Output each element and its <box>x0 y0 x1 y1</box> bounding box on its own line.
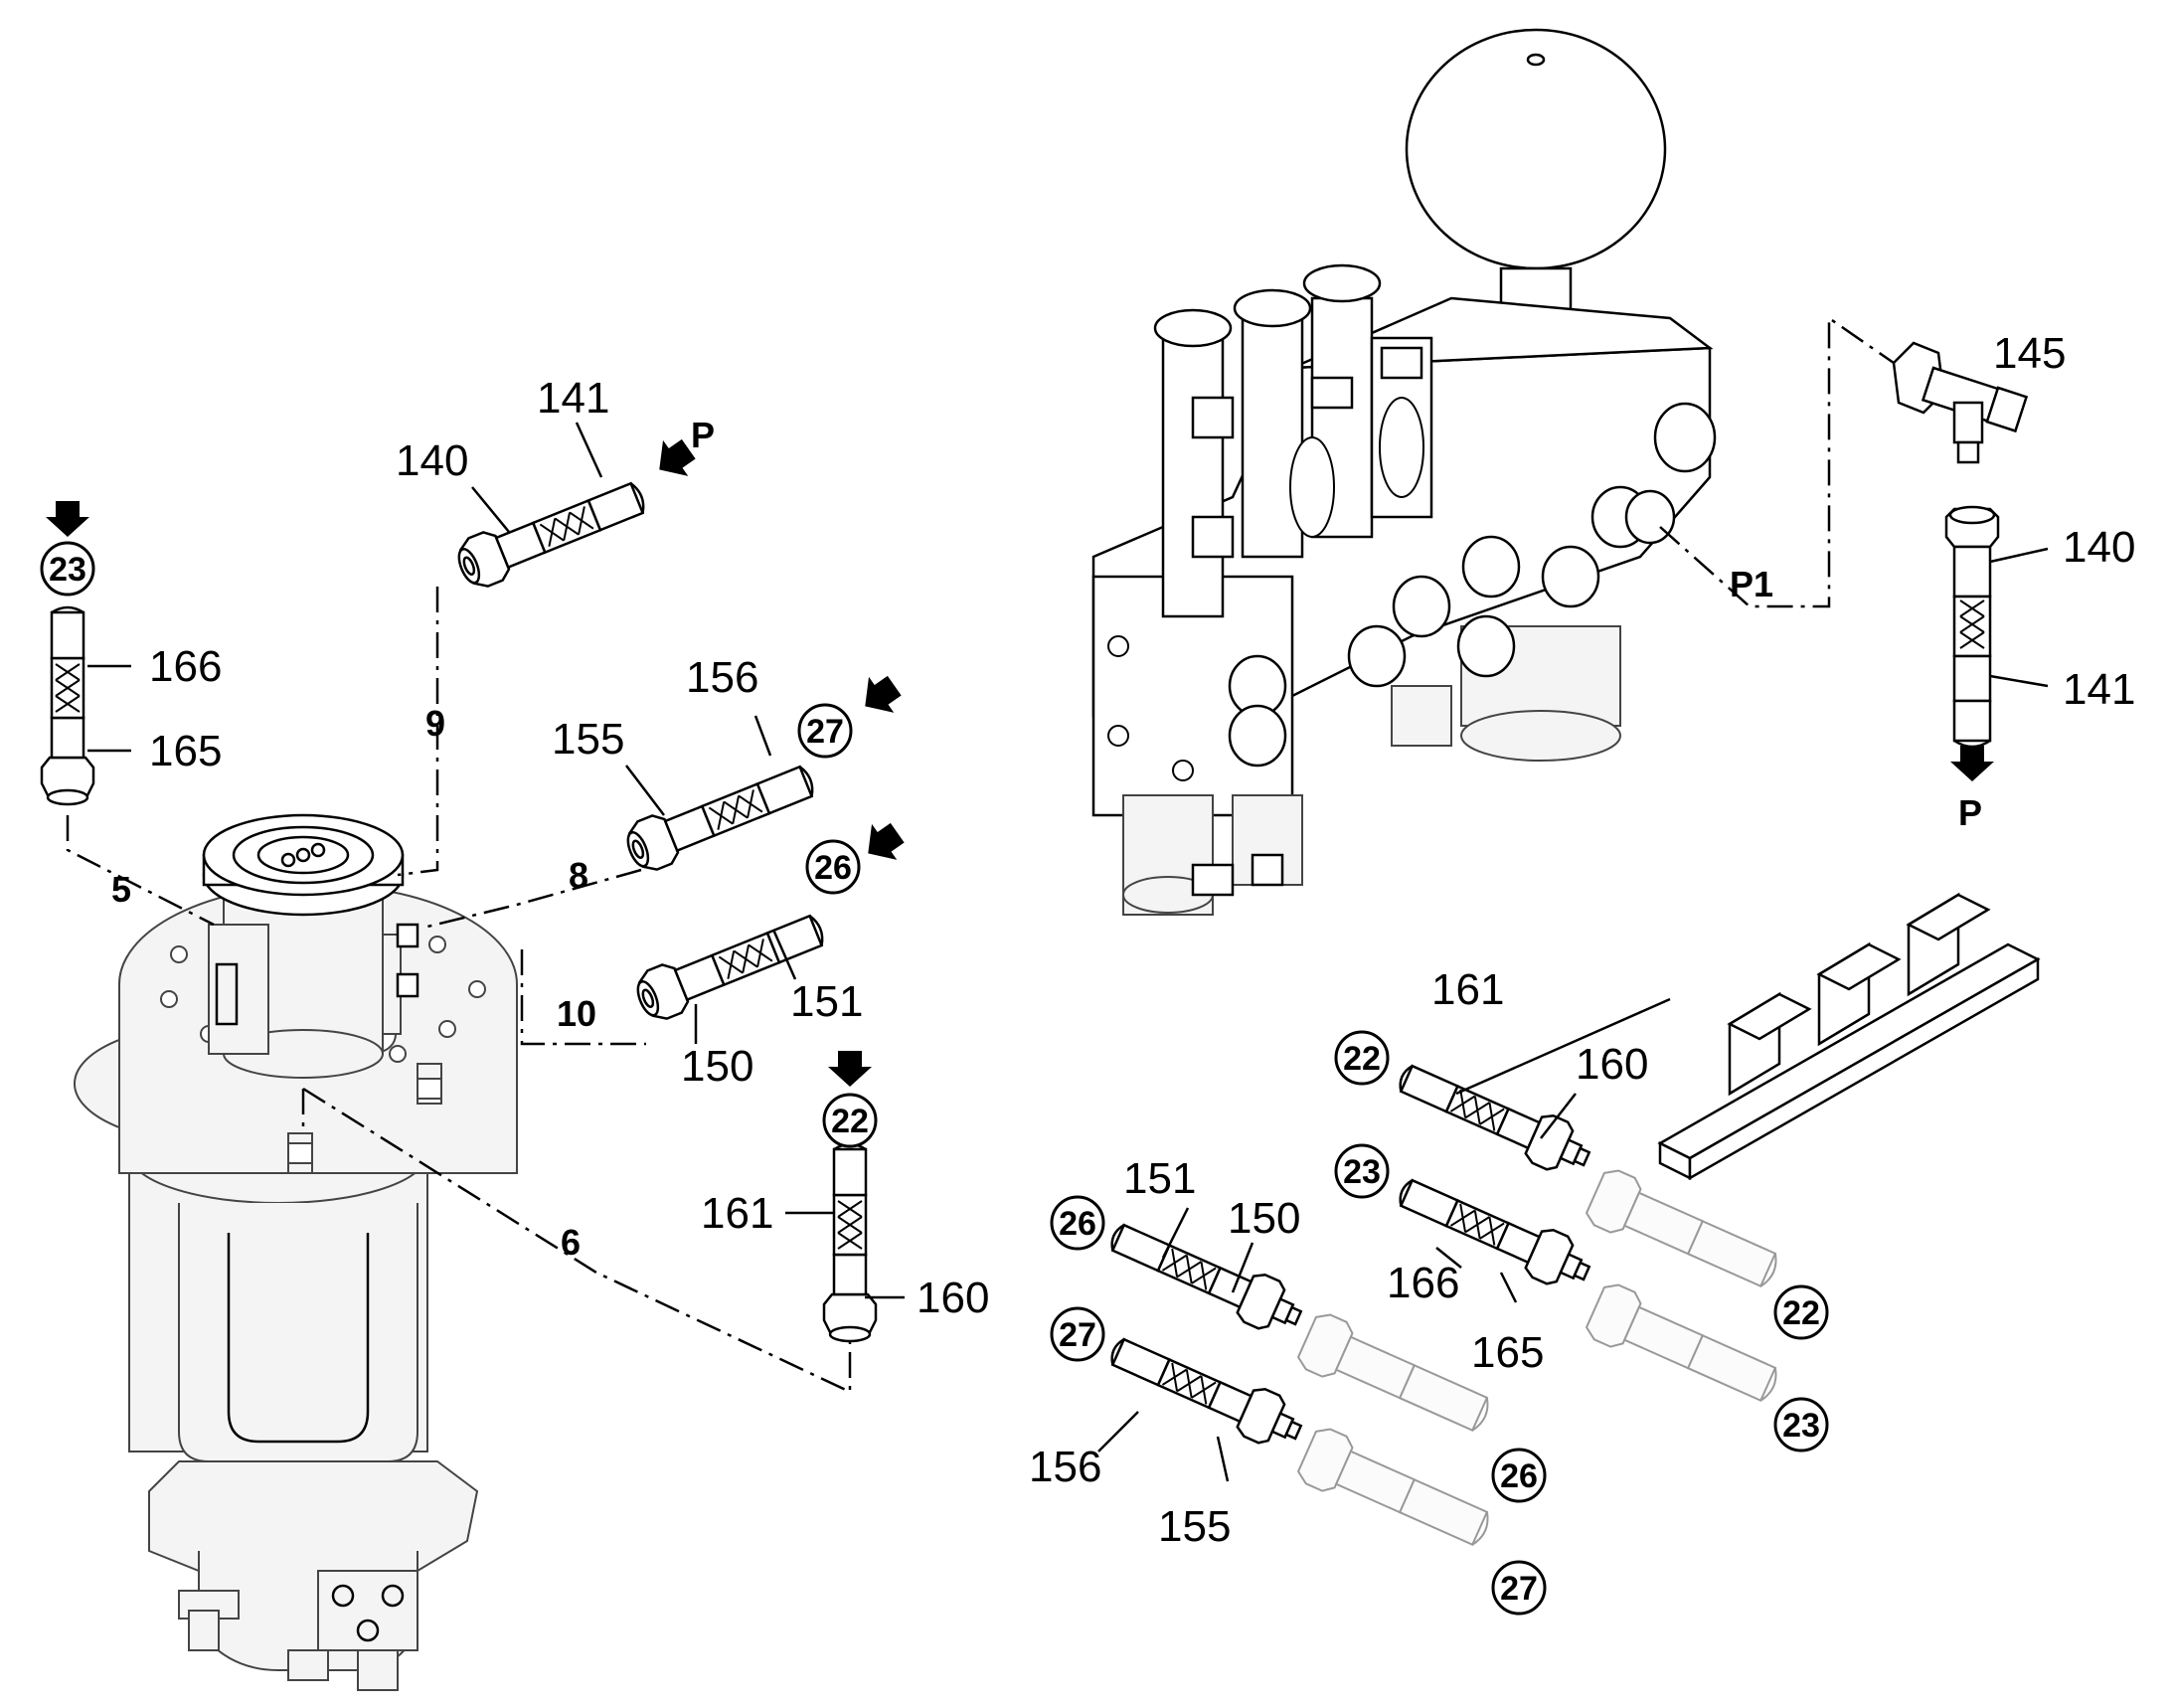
ref-group-left-27: 27 <box>1059 1316 1096 1354</box>
hose-156-155 <box>621 756 820 876</box>
label-155-right: 155 <box>1158 1502 1231 1551</box>
leader-lines <box>87 422 2049 1482</box>
ref-group-left-23: 23 <box>1343 1153 1381 1191</box>
port-p-right: P <box>1958 792 1982 833</box>
ref-group-left-26: 26 <box>1059 1205 1096 1243</box>
circled-refs: 23 27 26 22 22 23 26 27 22 23 26 27 <box>40 541 1829 1616</box>
port-p-top: P <box>691 415 715 455</box>
conn-10: 10 <box>557 993 596 1034</box>
ref-lower-center: 22 <box>831 1103 869 1140</box>
conn-8: 8 <box>569 855 588 896</box>
hose-ghost-27 <box>1293 1423 1499 1560</box>
label-160-right: 160 <box>1576 1040 1648 1089</box>
ref-group-end-23: 23 <box>1782 1407 1820 1445</box>
hose-clamp-rail <box>1657 892 2041 1181</box>
label-151-right: 151 <box>1123 1154 1196 1203</box>
ref-middle-a: 27 <box>806 713 844 751</box>
port-p1: P1 <box>1730 564 1773 604</box>
conn-6: 6 <box>561 1222 581 1263</box>
label-165-left: 165 <box>149 727 222 775</box>
label-145: 145 <box>1993 329 2066 378</box>
item-labels: 141 140 166 165 156 155 151 150 161 160 … <box>149 329 2135 1551</box>
label-141-right: 141 <box>2063 665 2135 714</box>
label-156-right: 156 <box>1029 1443 1101 1491</box>
label-150: 150 <box>681 1042 753 1091</box>
conn-5: 5 <box>111 869 131 910</box>
label-140-top: 140 <box>396 436 468 485</box>
label-161-center: 161 <box>701 1189 773 1238</box>
arrow-down-icon <box>46 501 89 537</box>
label-141-top: 141 <box>537 374 609 423</box>
arrow-down-icon <box>828 1051 872 1087</box>
label-166-left: 166 <box>149 642 222 691</box>
ref-group-left-22: 22 <box>1343 1040 1381 1078</box>
hose-ghost-22 <box>1582 1164 1787 1301</box>
ref-group-end-26: 26 <box>1500 1457 1538 1495</box>
hose-156-155-right <box>1103 1326 1309 1455</box>
arrow-diagonal-icon <box>855 814 911 872</box>
hose-166-165-left <box>42 607 93 804</box>
ref-group-end-27: 27 <box>1500 1570 1538 1608</box>
label-166-right: 166 <box>1387 1259 1459 1307</box>
port-labels: P P1 P <box>691 415 1982 833</box>
label-165-right: 165 <box>1471 1328 1544 1377</box>
hose-ghost-26 <box>1293 1308 1499 1446</box>
hose-161-160-center <box>824 1144 876 1341</box>
label-151: 151 <box>790 977 863 1026</box>
label-156: 156 <box>686 653 758 702</box>
label-160-center: 160 <box>917 1274 989 1322</box>
hose-141-140-top <box>452 472 651 593</box>
connection-numbers: 5 6 8 9 10 <box>111 703 596 1263</box>
label-155: 155 <box>552 715 624 764</box>
swivel-motor-assembly <box>74 813 518 1691</box>
label-140-right: 140 <box>2063 523 2135 572</box>
ref-middle-b: 26 <box>814 849 852 887</box>
ref-left: 23 <box>49 551 86 589</box>
hose-161-160-right <box>1392 1053 1597 1182</box>
valve-block-assembly <box>1091 28 1717 916</box>
tee-fitting-145 <box>1892 341 2029 464</box>
label-161-right: 161 <box>1431 965 1504 1014</box>
connection-lines <box>66 315 1895 1394</box>
hose-ghost-23 <box>1582 1279 1787 1416</box>
label-150-right: 150 <box>1228 1194 1300 1243</box>
conn-9: 9 <box>425 703 445 744</box>
ref-group-end-22: 22 <box>1782 1294 1820 1332</box>
arrow-diagonal-icon <box>852 667 908 725</box>
hose-140-141-right <box>1944 505 2000 749</box>
arrow-down-icon <box>1950 746 1994 781</box>
